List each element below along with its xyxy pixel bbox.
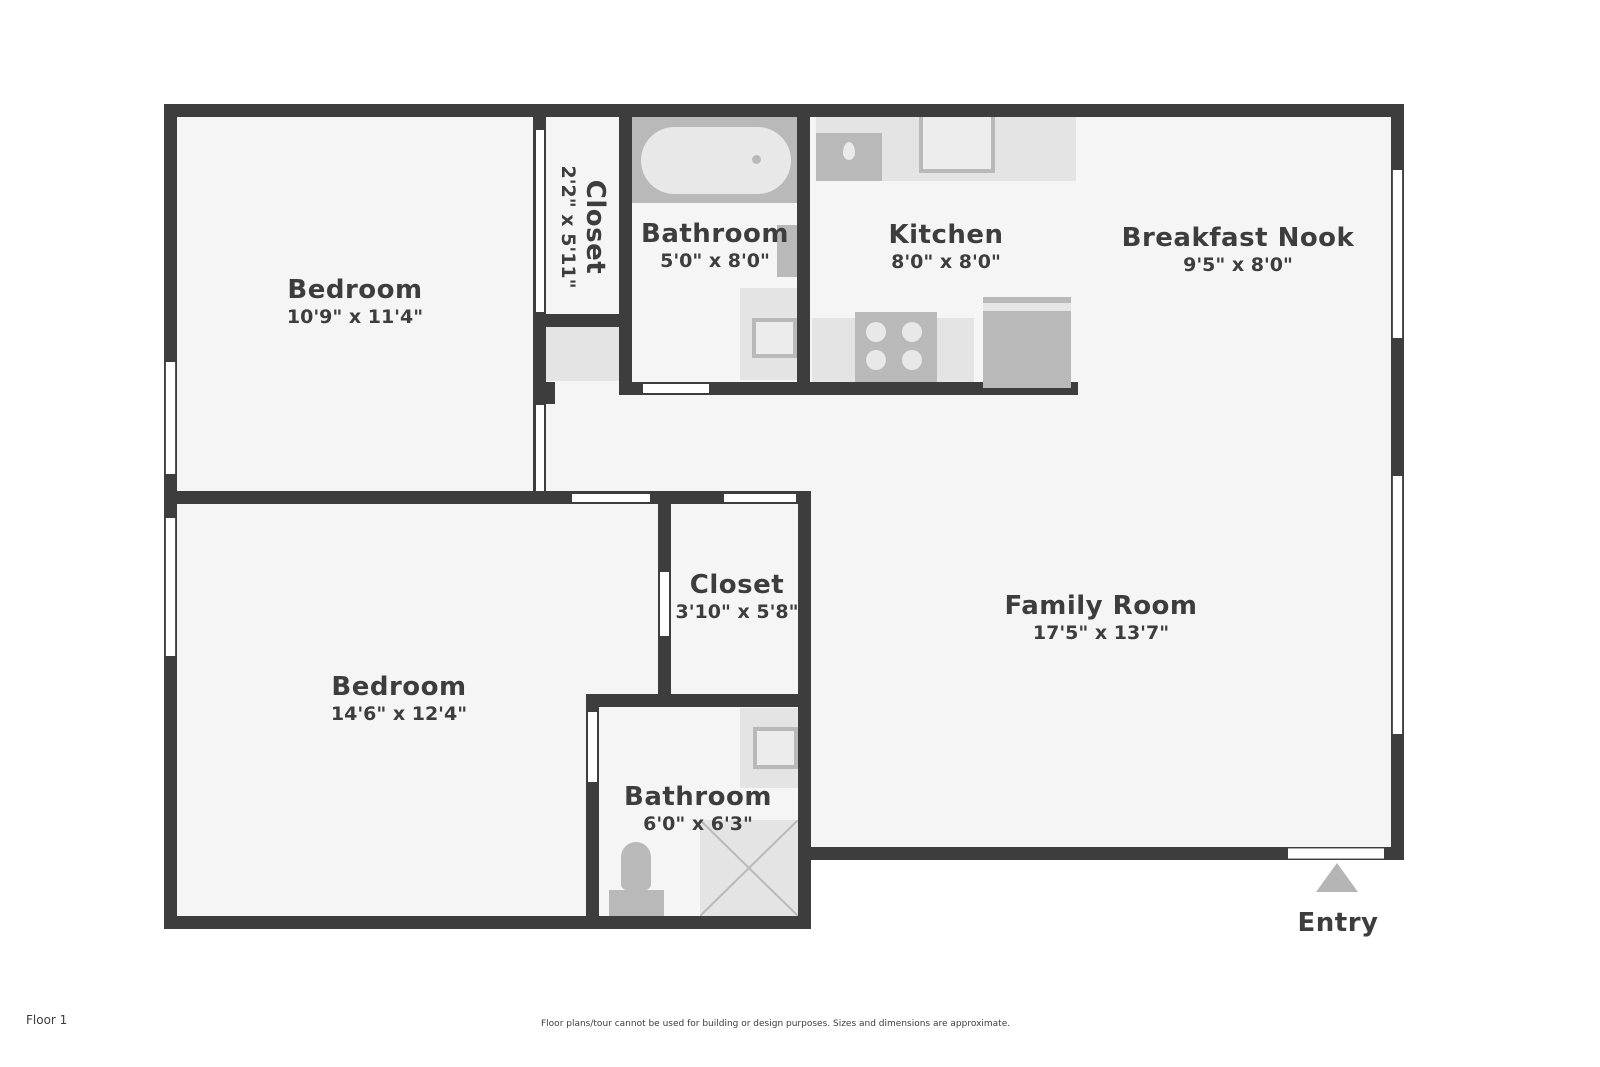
wall-bedroom-divider xyxy=(164,491,811,504)
room-dimensions: 3'10" x 5'8" xyxy=(675,601,799,623)
room-dimensions: 10'9" x 11'4" xyxy=(286,306,424,328)
room-label-family-room: Family Room 17'5" x 13'7" xyxy=(981,591,1221,645)
burner-icon xyxy=(902,350,922,370)
bathtub-basin-icon xyxy=(641,127,791,194)
toilet-icon xyxy=(777,225,797,277)
wall-closet1-south xyxy=(533,314,629,327)
window-bedroom1 xyxy=(165,362,176,474)
water-drop-icon xyxy=(843,142,855,160)
wall-hall-corner xyxy=(533,382,555,404)
burner-icon xyxy=(902,322,922,342)
closet-shelf xyxy=(546,327,619,381)
room-label-closet-1: Closet 2'2" x 5'11" xyxy=(556,127,610,327)
burner-icon xyxy=(866,350,886,370)
floor-label: Floor 1 xyxy=(26,1013,68,1027)
stove-icon xyxy=(855,312,937,382)
disclaimer: Floor plans/tour cannot be used for buil… xyxy=(541,1019,1011,1029)
window-bedroom2 xyxy=(165,518,176,656)
room-dimensions: 9'5" x 8'0" xyxy=(1183,254,1293,276)
room-label-bathroom-2: Bathroom 6'0" x 6'3" xyxy=(598,782,798,836)
window-family-room xyxy=(1392,476,1403,734)
doorway-closet2-side xyxy=(660,572,669,636)
room-label-bathroom-1: Bathroom 5'0" x 8'0" xyxy=(615,219,815,273)
room-label-bedroom-1: Bedroom 10'9" x 11'4" xyxy=(255,275,455,329)
wall-bath-kitchen-south xyxy=(619,382,1078,395)
room-dimensions: 8'0" x 8'0" xyxy=(891,251,1001,273)
room-label-kitchen: Kitchen 8'0" x 8'0" xyxy=(846,220,1046,274)
wall-lower-right xyxy=(798,493,811,929)
entry-label: Entry xyxy=(1297,908,1379,938)
room-name: Family Room xyxy=(1004,591,1198,621)
room-dimensions: 2'2" x 5'11" xyxy=(557,165,579,289)
doorway-bedroom2 xyxy=(572,494,650,502)
wall-bottom-left xyxy=(164,916,811,929)
bathtub-drain-icon xyxy=(752,155,761,164)
doorway-bath1 xyxy=(643,384,709,393)
room-label-closet-2: Closet 3'10" x 5'8" xyxy=(667,570,807,624)
room-dimensions: 5'0" x 8'0" xyxy=(660,250,770,272)
room-name: Bedroom xyxy=(331,672,467,702)
entry-arrow-icon xyxy=(1316,863,1358,892)
toilet-tank-icon xyxy=(609,890,664,916)
room-name: Bathroom xyxy=(624,782,772,812)
wall-bath2-north xyxy=(586,694,811,707)
doorway-bedroom1-hall xyxy=(536,405,544,491)
sink-icon xyxy=(752,318,797,358)
room-label-bedroom-2: Bedroom 14'6" x 12'4" xyxy=(299,672,499,726)
doorway-closet2 xyxy=(724,494,796,502)
room-name: Closet xyxy=(689,570,785,600)
room-name: Bathroom xyxy=(641,219,789,249)
room-name: Breakfast Nook xyxy=(1121,223,1355,253)
wall-top xyxy=(164,104,1404,117)
room-name: Kitchen xyxy=(888,220,1004,250)
wall-bath1-east xyxy=(797,104,810,395)
wall-bath1-west xyxy=(619,104,632,395)
room-label-breakfast-nook: Breakfast Nook 9'5" x 8'0" xyxy=(1108,223,1368,277)
kitchen-sink-icon xyxy=(919,117,995,173)
refrigerator-icon xyxy=(983,297,1071,388)
wall-left xyxy=(164,104,177,929)
doorway-bedroom1-closet xyxy=(536,130,544,312)
doorway-bath2 xyxy=(588,712,597,782)
toilet-icon xyxy=(621,842,651,890)
wall-bottom-right xyxy=(798,847,1404,860)
window-breakfast-nook xyxy=(1392,170,1403,338)
shower-cross-icon xyxy=(700,820,798,916)
entry-door xyxy=(1288,848,1384,859)
room-dimensions: 17'5" x 13'7" xyxy=(1032,622,1170,644)
room-name: Closet xyxy=(580,179,610,275)
sink-icon xyxy=(753,727,798,769)
room-dimensions: 6'0" x 6'3" xyxy=(643,813,753,835)
burner-icon xyxy=(866,322,886,342)
room-name: Bedroom xyxy=(287,275,423,305)
room-dimensions: 14'6" x 12'4" xyxy=(330,703,468,725)
